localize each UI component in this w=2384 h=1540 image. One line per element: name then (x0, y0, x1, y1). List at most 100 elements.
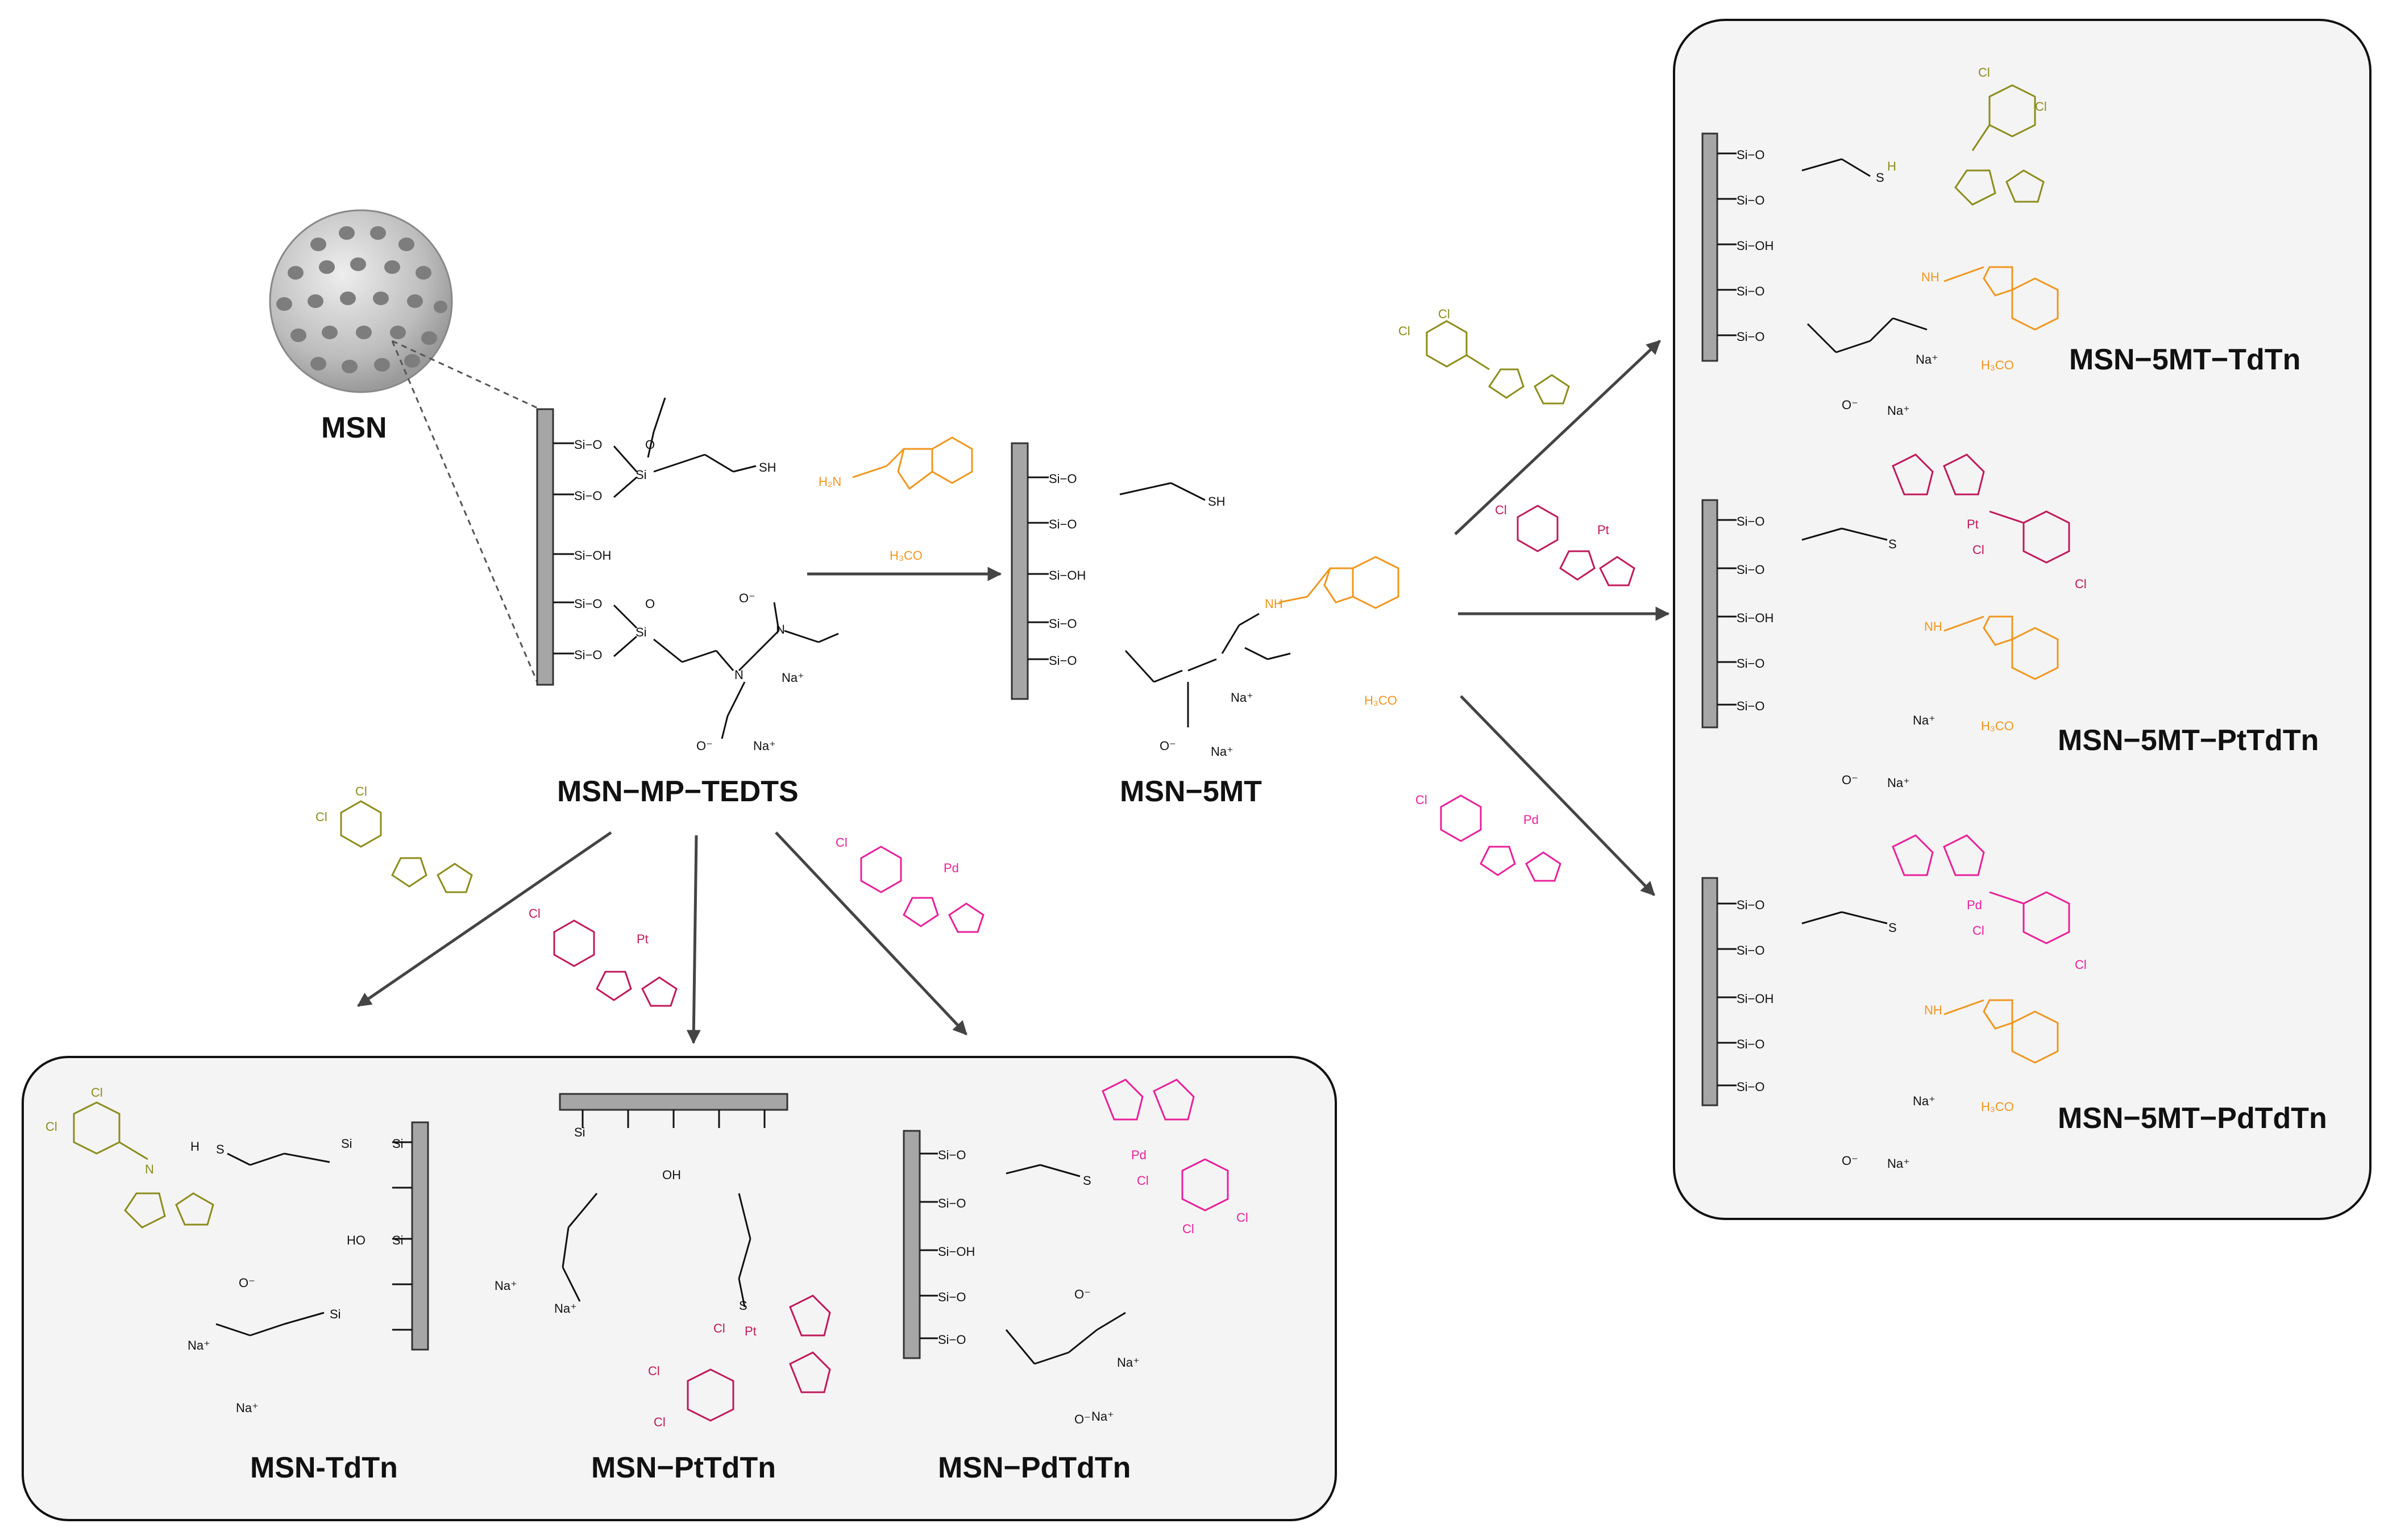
svg-text:Cl: Cl (529, 906, 541, 921)
svg-text:Cl: Cl (713, 1321, 725, 1335)
structure-msn-5mt-tdtn: Si−O Si−O Si−OH Si−O Si−O S H Cl Cl NH H… (1701, 65, 2059, 418)
svg-text:Na⁺: Na⁺ (1231, 690, 1253, 705)
svg-text:Si−OH: Si−OH (1737, 992, 1774, 1006)
svg-text:H₂N: H₂N (819, 475, 841, 489)
svg-text:Si−O: Si−O (1737, 699, 1765, 713)
svg-text:S: S (216, 1142, 225, 1156)
svg-text:Cl: Cl (1972, 543, 1984, 557)
structure-msn-pttdtn: Si OH S Pt Cl Cl Cl Na⁺ Na⁺ (495, 1093, 831, 1429)
structure-msn-5mt-pdtdtn: Si−O Si−O Si−OH Si−O Si−O S Pd Cl Cl NH … (1701, 834, 2087, 1171)
svg-text:Cl: Cl (2075, 577, 2087, 591)
svg-text:Si−OH: Si−OH (1737, 611, 1774, 625)
svg-text:Si: Si (330, 1307, 341, 1321)
svg-text:O⁻: O⁻ (1074, 1412, 1091, 1426)
svg-text:H₃CO: H₃CO (1364, 693, 1397, 707)
svg-text:NH: NH (1924, 1003, 1942, 1017)
svg-text:Na⁺: Na⁺ (1887, 1156, 1910, 1171)
svg-text:Si: Si (636, 468, 647, 482)
svg-text:Si−O: Si−O (1049, 472, 1077, 486)
svg-text:Na⁺: Na⁺ (188, 1338, 210, 1352)
svg-text:Na⁺: Na⁺ (1913, 1094, 1936, 1108)
svg-text:Cl: Cl (648, 1364, 660, 1378)
svg-text:Cl: Cl (1236, 1210, 1248, 1225)
right-product-panel (1673, 19, 2371, 1220)
svg-text:Si: Si (392, 1233, 404, 1247)
svg-text:Si−OH: Si−OH (574, 548, 611, 563)
svg-text:Si−O: Si−O (938, 1290, 966, 1304)
svg-text:Si−O: Si−O (574, 489, 603, 503)
svg-text:H₃CO: H₃CO (1981, 1100, 2014, 1114)
svg-text:NH: NH (1265, 597, 1283, 611)
svg-text:Pt: Pt (637, 932, 649, 946)
label-msn-tdtn: MSN-TdTn (250, 1451, 398, 1484)
svg-text:Si−O: Si−O (574, 597, 603, 611)
svg-text:Na⁺: Na⁺ (1887, 403, 1910, 418)
svg-text:Cl: Cl (1415, 793, 1427, 807)
svg-text:Si−O: Si−O (938, 1148, 966, 1162)
structure-msn-5mt-pttdtn: Si−O Si−O Si−OH Si−O Si−O S Pt Cl Cl NH … (1701, 453, 2087, 790)
svg-text:Si−O: Si−O (938, 1333, 966, 1347)
svg-text:Si−OH: Si−OH (938, 1245, 975, 1259)
svg-text:Cl: Cl (2075, 958, 2087, 972)
svg-text:S: S (1876, 170, 1884, 185)
svg-text:Na⁺: Na⁺ (1916, 352, 1938, 367)
label-msn-5mt-pttdtn: MSN−5MT−PtTdTn (2058, 724, 2319, 757)
arrow-to-msn-pttdtn (686, 835, 701, 1044)
structure-msn-pdtdtn: Si−O Si−O Si−OH Si−O Si−O S Pd Cl Cl Cl … (903, 1079, 1248, 1426)
svg-text:N: N (145, 1162, 154, 1176)
svg-text:Na⁺: Na⁺ (236, 1401, 259, 1415)
label-msn-mp-tedts: MSN−MP−TEDTS (557, 775, 799, 808)
svg-text:Cl: Cl (1972, 923, 1984, 938)
svg-text:Cl: Cl (315, 810, 327, 824)
svg-text:SH: SH (759, 460, 776, 475)
svg-text:Si−O: Si−O (1737, 656, 1765, 671)
svg-text:O⁻: O⁻ (696, 739, 713, 753)
bottom-product-panel (22, 1056, 1337, 1521)
svg-text:S: S (739, 1298, 747, 1313)
svg-text:Si−O: Si−O (1737, 943, 1765, 958)
svg-text:OH: OH (662, 1168, 681, 1182)
svg-text:Si−O: Si−O (1049, 517, 1077, 531)
svg-text:H₃CO: H₃CO (890, 548, 923, 563)
svg-text:O⁻: O⁻ (1074, 1287, 1091, 1301)
svg-text:HO: HO (347, 1233, 366, 1247)
svg-text:O: O (645, 597, 655, 611)
svg-text:O⁻: O⁻ (1842, 773, 1858, 787)
svg-text:Si−O: Si−O (574, 438, 603, 452)
arrow-to-msn-tdtn (356, 831, 612, 1008)
label-msn-5mt-tdtn: MSN−5MT−TdTn (2069, 343, 2300, 376)
svg-text:Cl: Cl (1137, 1173, 1149, 1188)
svg-text:O: O (645, 438, 655, 452)
svg-text:H₃CO: H₃CO (1981, 719, 2014, 733)
svg-text:Si: Si (341, 1137, 352, 1151)
svg-text:Si: Si (392, 1137, 404, 1151)
svg-text:Cl: Cl (1438, 307, 1450, 321)
svg-text:Pd: Pd (1523, 813, 1539, 827)
svg-text:Pt: Pt (745, 1324, 757, 1338)
svg-text:Si: Si (574, 1125, 585, 1139)
structure-msn-mp-tedts: Si−O Si−O Si−OH Si−O Si−O Si O SH Si O N… (536, 397, 839, 753)
svg-text:Na⁺: Na⁺ (495, 1279, 517, 1293)
label-msn-pttdtn: MSN−PtTdTn (591, 1451, 776, 1484)
svg-text:Cl: Cl (836, 835, 848, 850)
svg-text:O⁻: O⁻ (1842, 1154, 1858, 1168)
tdtn-reagent-right (1426, 320, 1570, 405)
svg-text:Pt: Pt (1967, 517, 1979, 531)
svg-text:Pd: Pd (1967, 898, 1982, 912)
svg-text:H₃CO: H₃CO (1981, 358, 2014, 372)
svg-text:Si: Si (636, 625, 647, 639)
svg-text:Pd: Pd (944, 861, 959, 875)
svg-text:H: H (190, 1139, 200, 1154)
pt-complex-reagent-right (1517, 505, 1635, 586)
svg-text:Si−O: Si−O (1049, 617, 1077, 631)
arrow-to-msn-pdtdtn (775, 831, 967, 1035)
svg-text:O⁻: O⁻ (239, 1276, 255, 1290)
svg-text:Si−O: Si−O (1737, 1037, 1765, 1051)
svg-text:Cl: Cl (355, 784, 367, 798)
svg-text:Cl: Cl (1978, 65, 1990, 80)
svg-text:O⁻: O⁻ (739, 591, 755, 605)
svg-text:Cl: Cl (45, 1119, 57, 1134)
svg-text:Na⁺: Na⁺ (1211, 744, 1233, 759)
svg-text:Na⁺: Na⁺ (554, 1301, 577, 1316)
